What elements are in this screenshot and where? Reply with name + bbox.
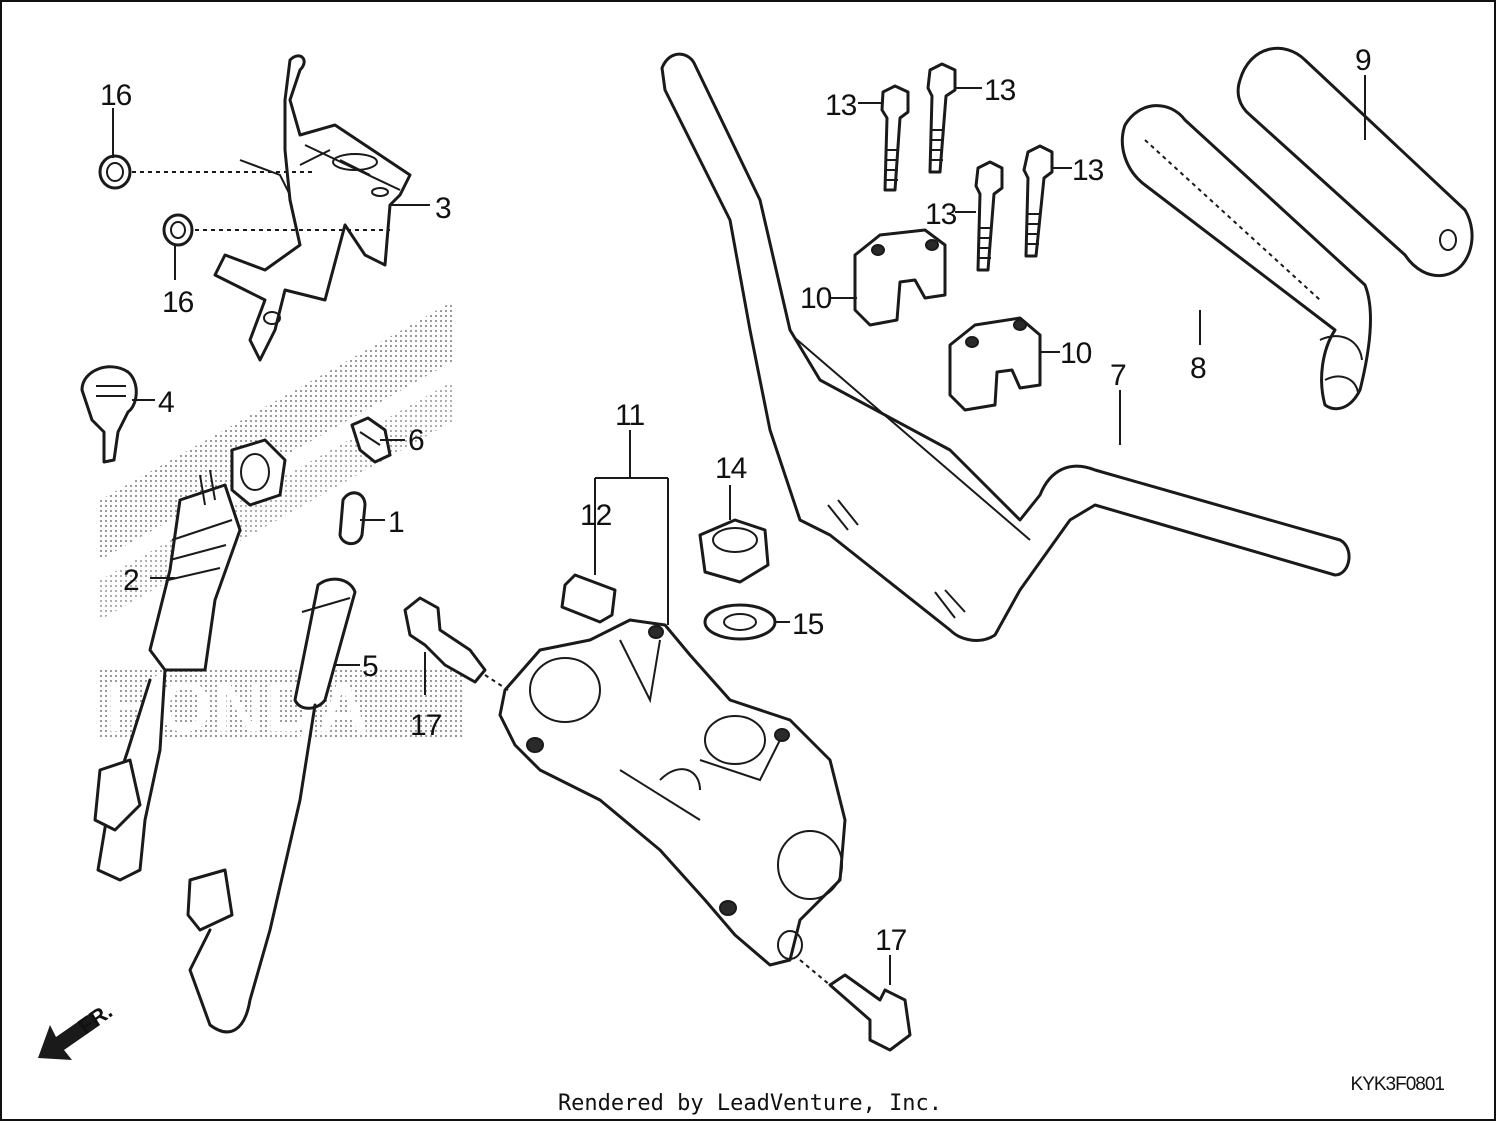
pad-part-8 [1120,104,1372,411]
callout-12: 12 [580,499,612,532]
bracket-part-3 [213,54,412,362]
grommet-part-1 [338,491,367,546]
callout-14: 14 [715,452,747,485]
bolt-part-16-lower [162,213,390,247]
callout-5: 5 [362,650,378,683]
handlebar-part-7 [660,52,1351,642]
callout-16-upper: 16 [100,79,132,112]
callout-1: 1 [388,506,404,539]
holder-part-10-upper [853,228,947,327]
leader-lines [112,75,1366,985]
callout-2: 2 [123,564,139,597]
ignition-switch-part-2 [93,438,287,882]
callout-7: 7 [1110,359,1126,392]
callout-10-lower: 10 [1060,337,1092,370]
callout-15: 15 [792,608,824,641]
bolt-part-13-d [1022,144,1054,258]
callout-13-d: 13 [1072,154,1104,187]
callout-13-a: 13 [825,89,857,122]
callout-8: 8 [1190,352,1206,385]
callout-labels: 16 16 3 4 6 1 2 5 17 17 11 12 14 15 7 8 … [100,44,1372,957]
clip-part-6 [350,416,392,464]
bolt-part-17-right [799,959,912,1052]
bolt-part-13-b [926,62,957,174]
callout-17-right: 17 [875,924,907,957]
callout-3: 3 [435,192,451,225]
front-direction-arrow: FR. [38,998,117,1060]
foam-part-9 [1236,46,1474,278]
callout-11: 11 [615,399,644,432]
nut-part-14 [698,518,770,584]
holder-part-10-lower [948,316,1042,412]
bolt-part-17-left [403,596,509,691]
callout-13-c: 13 [925,198,957,231]
bolt-part-16-upper [98,154,315,190]
key-part-4 [80,365,138,464]
pad-part-12 [560,573,617,624]
wire-harness-part-5 [186,577,357,1034]
top-bridge-part-11 [498,618,847,967]
diagram-part-code: KYK3F0801 [1350,1074,1445,1095]
callout-10-upper: 10 [800,282,832,315]
render-credit: Rendered by LeadVenture, Inc. [557,1091,943,1116]
callout-16-lower: 16 [162,286,194,319]
callout-9: 9 [1355,44,1371,77]
bolt-part-13-c [974,160,1004,272]
bolt-part-13-a [880,84,910,192]
washer-part-15 [703,603,777,641]
callout-4: 4 [158,386,174,419]
callout-6: 6 [408,424,424,457]
callout-17-left: 17 [410,709,442,742]
callout-13-b: 13 [984,74,1016,107]
